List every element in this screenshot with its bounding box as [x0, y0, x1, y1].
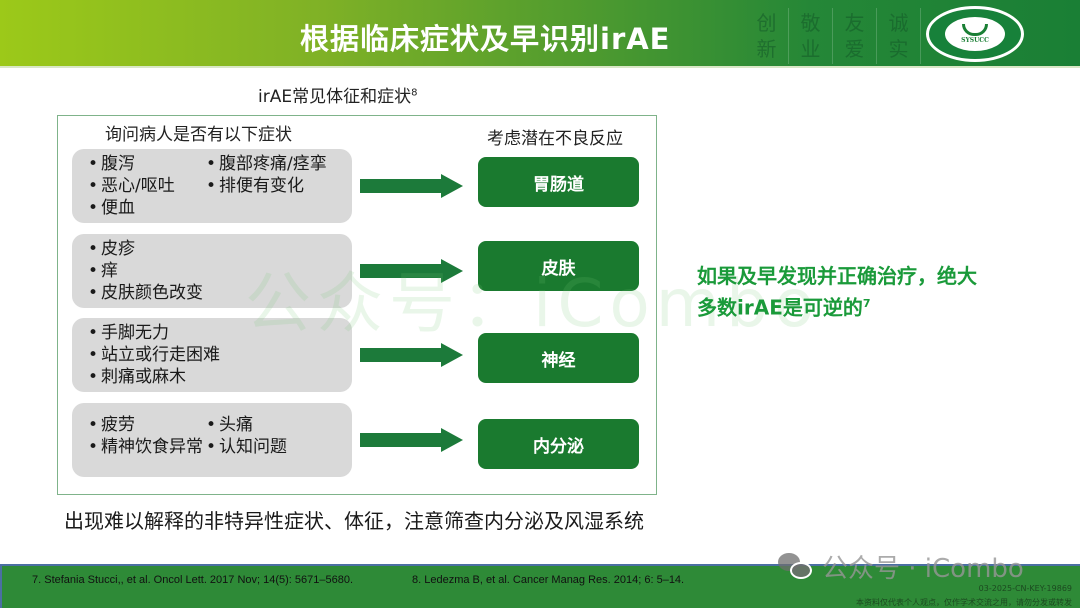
right-arrow-icon: [360, 174, 463, 198]
disclaimer-text: 本资料仅代表个人观点，仅作学术交流之用，请勿分发或转发: [856, 598, 1072, 607]
motto-char: 业: [800, 37, 821, 61]
motto-char: 爱: [844, 37, 865, 61]
motto-column: 创新: [745, 8, 789, 64]
header-banner: 根据临床症状及早识别irAE 创新 敬业 友爱 诚实 SYSUCC: [0, 0, 1080, 68]
symptom-item: 手脚无力: [88, 322, 336, 344]
wechat-icon: [778, 552, 814, 581]
symptom-item: 皮肤颜色改变: [88, 282, 336, 304]
symptom-item: 痒: [88, 260, 336, 282]
symptom-item: 站立或行走困难: [88, 344, 336, 366]
motto-char: 友: [844, 11, 865, 35]
logo-text: SYSUCC: [961, 37, 989, 44]
category-gastrointestinal: 胃肠道: [478, 157, 639, 207]
adverse-reaction-column-heading: 考虑潜在不良反应: [487, 129, 623, 149]
symptom-item: 皮疹: [88, 238, 336, 260]
right-arrow-icon: [360, 343, 463, 367]
logo-emblem: SYSUCC: [945, 17, 1005, 51]
document-code: 03-2025-CN-KEY-19869: [978, 584, 1072, 593]
symptom-item: 腹部疼痛/痉挛: [206, 153, 356, 175]
section-subtitle: irAE常见体征和症状8: [258, 82, 417, 107]
symptoms-column-heading: 询问病人是否有以下症状: [105, 125, 292, 145]
motto-column: 诚实: [877, 8, 921, 64]
footer-references: 7. Stefania Stucci,, et al. Oncol Lett. …: [0, 564, 1080, 608]
wechat-watermark: 公众号 · iCombo: [778, 548, 1024, 585]
motto-char: 诚: [888, 11, 909, 35]
symptom-flow-frame: [57, 115, 657, 495]
symptom-item: 便血: [88, 197, 206, 219]
conclusion-line-2-text: 多数irAE是可逆的: [697, 295, 863, 320]
reference-superscript: 7: [862, 297, 871, 310]
motto-column: 友爱: [833, 8, 877, 64]
symptom-item: 恶心/呕吐: [88, 175, 206, 197]
category-neurological: 神经: [478, 333, 639, 383]
symptom-item: 认知问题: [206, 436, 356, 458]
motto-char: 敬: [800, 11, 821, 35]
motto-char: 实: [888, 37, 909, 61]
conclusion-line-1: 如果及早发现并正确治疗，绝大: [697, 264, 977, 288]
motto-char: 创: [756, 11, 777, 35]
screening-note: 出现难以解释的非特异性症状、体征，注意筛查内分泌及风湿系统: [64, 509, 644, 533]
symptom-item: 排便有变化: [206, 175, 356, 197]
symptom-item: 腹泻: [88, 153, 206, 175]
right-arrow-icon: [360, 428, 463, 452]
conclusion-text: 如果及早发现并正确治疗，绝大 多数irAE是可逆的7: [697, 262, 1057, 322]
wechat-account-label: 公众号 · iCombo: [822, 554, 1024, 584]
subtitle-text: irAE常见体征和症状: [258, 87, 412, 107]
symptom-box-neuro: 手脚无力 站立或行走困难 刺痛或麻木: [72, 318, 352, 392]
right-arrow-icon: [360, 259, 463, 283]
symptom-item: 精神饮食异常: [88, 436, 206, 458]
bird-icon: [962, 24, 988, 36]
category-skin: 皮肤: [478, 241, 639, 291]
symptom-box-endocrine: 疲劳 精神饮食异常 头痛 认知问题: [72, 403, 352, 477]
motto-calligraphy: 创新 敬业 友爱 诚实: [745, 8, 921, 64]
motto-char: 新: [756, 37, 777, 61]
reference-8: 8. Ledezma B, et al. Cancer Manag Res. 2…: [412, 574, 685, 586]
motto-column: 敬业: [789, 8, 833, 64]
hospital-logo: SYSUCC: [926, 6, 1024, 62]
conclusion-line-2: 多数irAE是可逆的7: [697, 290, 1057, 322]
page-title: 根据临床症状及早识别irAE: [300, 22, 671, 56]
reference-superscript: 8: [411, 87, 418, 99]
category-endocrine: 内分泌: [478, 419, 639, 469]
reference-7: 7. Stefania Stucci,, et al. Oncol Lett. …: [32, 574, 354, 586]
symptom-item: 头痛: [206, 414, 356, 436]
symptom-item: 疲劳: [88, 414, 206, 436]
symptom-item: 刺痛或麻木: [88, 366, 336, 388]
symptom-box-skin: 皮疹 痒 皮肤颜色改变: [72, 234, 352, 308]
symptom-box-gi: 腹泻 恶心/呕吐 便血 腹部疼痛/痉挛 排便有变化: [72, 149, 352, 223]
